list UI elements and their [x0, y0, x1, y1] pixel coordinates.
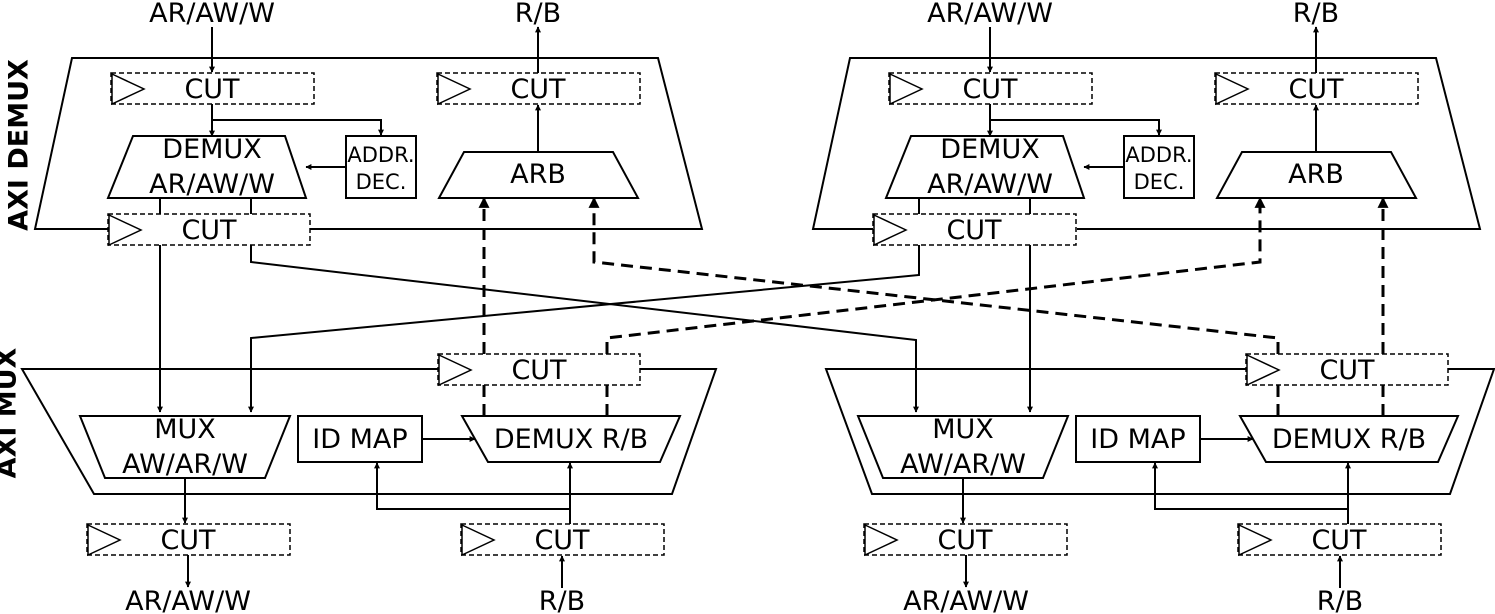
id-map-block: ID MAP: [1075, 415, 1201, 463]
arbiter-block: ARB: [437, 151, 640, 199]
register-icon: [1246, 353, 1281, 387]
svg-text:ID MAP: ID MAP: [1090, 424, 1185, 455]
axi-demux-side-label: AXI DEMUX: [4, 59, 35, 231]
mux-right-outline: [824, 368, 1495, 495]
id-map-block: ID MAP: [297, 415, 423, 463]
svg-text:AW/AR/W: AW/AR/W: [900, 449, 1026, 480]
svg-text:CUT: CUT: [962, 74, 1018, 105]
svg-text:CUT: CUT: [160, 525, 216, 556]
demux-aw-ar-w-block: DEMUX AR/AW/W: [106, 134, 308, 200]
register-icon: [108, 213, 143, 247]
demux-right-input-label: AR/AW/W: [927, 0, 1053, 29]
register-icon: [1215, 72, 1250, 106]
register-icon: [864, 523, 899, 557]
svg-text:CUT: CUT: [1319, 355, 1375, 386]
address-decoder-block: ADDR. DEC.: [345, 135, 417, 199]
cut-block: CUT: [86, 523, 291, 557]
svg-text:CUT: CUT: [510, 74, 566, 105]
svg-text:CUT: CUT: [181, 215, 237, 246]
cut-block: CUT: [863, 523, 1068, 557]
register-icon: [87, 523, 122, 557]
cut-block: CUT: [1245, 353, 1449, 387]
svg-text:CUT: CUT: [946, 215, 1002, 246]
demux-right-output-label: R/B: [1293, 0, 1339, 29]
cut-block: CUT: [1237, 523, 1442, 557]
demux-right-outline: [811, 57, 1482, 230]
register-icon: [873, 213, 908, 247]
svg-text:ADDR.: ADDR.: [347, 143, 414, 167]
axi-mux-left: CUT MUX AW/AR/W ID MAP DEMUX R/B CUT AR/…: [20, 353, 718, 614]
mux-right-output-label: AR/AW/W: [903, 586, 1029, 614]
cut-block: CUT: [110, 72, 315, 106]
svg-text:CUT: CUT: [937, 525, 993, 556]
svg-text:DEC.: DEC.: [356, 170, 407, 194]
mux-left-outline: [20, 368, 718, 495]
register-icon: [437, 72, 472, 106]
svg-text:MUX: MUX: [154, 414, 216, 445]
svg-text:AR/AW/W: AR/AW/W: [149, 169, 275, 200]
cut-block: CUT: [872, 213, 1077, 247]
demux-left-outline: [33, 57, 704, 230]
mux-left-output-label: AR/AW/W: [125, 586, 251, 614]
interconnect-wires: [157, 196, 1389, 413]
svg-text:ID MAP: ID MAP: [312, 424, 407, 455]
cut-block: CUT: [107, 213, 311, 247]
svg-text:DEMUX: DEMUX: [162, 134, 261, 165]
mux-aw-ar-w-block: MUX AW/AR/W: [78, 414, 292, 480]
cut-block: CUT: [436, 72, 641, 106]
register-icon: [461, 523, 496, 557]
svg-text:AR/AW/W: AR/AW/W: [927, 169, 1053, 200]
cut-block: CUT: [888, 72, 1093, 106]
axi-mux-right: CUT MUX AW/AR/W ID MAP DEMUX R/B CUT AR/…: [824, 353, 1495, 614]
svg-text:DEMUX: DEMUX: [940, 134, 1039, 165]
register-icon: [111, 72, 146, 106]
svg-text:ARB: ARB: [510, 159, 566, 190]
svg-text:DEC.: DEC.: [1134, 170, 1185, 194]
mux-right-input-label: R/B: [1317, 586, 1363, 614]
demux-rb-block: DEMUX R/B: [460, 415, 682, 463]
svg-text:ADDR.: ADDR.: [1125, 143, 1192, 167]
axi-demux-left: AR/AW/W R/B CUT CUT DEMUX AR/AW/W ADDR. …: [33, 0, 704, 247]
address-decoder-block: ADDR. DEC.: [1123, 135, 1195, 199]
mux-aw-ar-w-block: MUX AW/AR/W: [856, 414, 1070, 480]
svg-text:CUT: CUT: [511, 355, 567, 386]
register-icon: [889, 72, 924, 106]
demux-left-input-label: AR/AW/W: [149, 0, 275, 29]
svg-text:ARB: ARB: [1288, 159, 1344, 190]
svg-text:CUT: CUT: [534, 525, 590, 556]
demux-aw-ar-w-block: DEMUX AR/AW/W: [884, 134, 1086, 200]
mux-left-input-label: R/B: [539, 586, 585, 614]
arbiter-block: ARB: [1215, 151, 1418, 199]
demux-rb-block: DEMUX R/B: [1238, 415, 1460, 463]
svg-text:AW/AR/W: AW/AR/W: [122, 449, 248, 480]
demux-left-output-label: R/B: [515, 0, 561, 29]
cut-block: CUT: [437, 353, 641, 387]
svg-text:DEMUX R/B: DEMUX R/B: [1272, 424, 1426, 455]
svg-text:CUT: CUT: [1288, 74, 1344, 105]
axi-demux-right: AR/AW/W R/B CUT CUT DEMUX AR/AW/W ADDR. …: [811, 0, 1482, 247]
register-icon: [1238, 523, 1273, 557]
svg-text:CUT: CUT: [1311, 525, 1367, 556]
svg-text:MUX: MUX: [932, 414, 994, 445]
svg-text:CUT: CUT: [184, 74, 240, 105]
cut-block: CUT: [460, 523, 665, 557]
axi-mux-side-label: AXI MUX: [0, 347, 23, 478]
svg-text:DEMUX R/B: DEMUX R/B: [494, 424, 648, 455]
cut-block: CUT: [1214, 72, 1419, 106]
register-icon: [438, 353, 473, 387]
